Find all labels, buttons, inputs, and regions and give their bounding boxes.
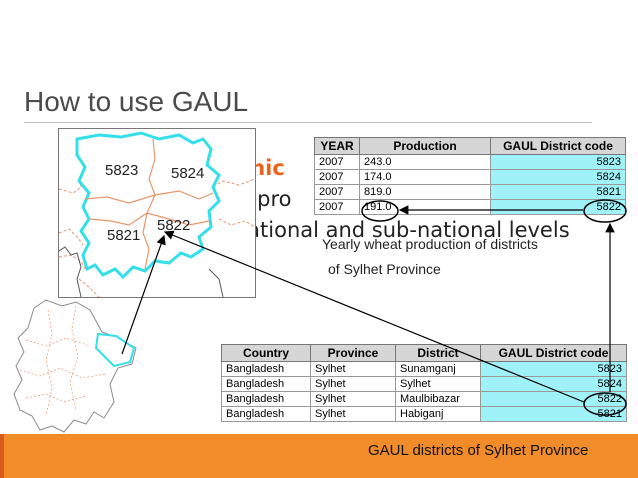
district-cell: Habiganj [395,406,481,422]
column-header: District [395,344,481,362]
title-divider [24,122,592,123]
column-header: Country [221,344,311,362]
gaul-code-cell: 5824 [480,376,627,392]
column-header: Province [310,344,396,362]
footer-bar-accent [0,434,4,478]
column-header: GAUL District code [490,137,626,155]
year-cell: 2007 [314,169,360,185]
district-table: Country Province District GAUL District … [221,344,627,422]
production-caption-line-1: Yearly wheat production of districts [322,236,538,252]
footer-bar [0,434,638,478]
province-cell: Sylhet [310,376,396,392]
country-cell: Bangladesh [221,376,311,392]
production-table: YEAR Production GAUL District code 2007 … [314,137,626,215]
district-label-5821: 5821 [107,227,140,244]
slide-title: How to use GAUL [24,86,249,117]
year-cell: 2007 [314,199,360,215]
table-row: 2007 191.0 5822 [314,199,626,215]
bangladesh-map [6,290,146,440]
sylhet-district-map: 5823 5824 5821 5822 [58,128,256,298]
country-cell: Bangladesh [221,391,311,407]
district-cell: Maulbibazar [395,391,481,407]
gaul-code-cell: 5821 [480,406,627,422]
production-cell: 243.0 [359,154,491,170]
gaul-code-cell: 5822 [480,391,627,407]
table-row: 2007 819.0 5821 [314,184,626,200]
column-header: Production [359,137,491,155]
production-cell: 174.0 [359,169,491,185]
footer-caption: GAUL districts of Sylhet Province [368,442,589,459]
production-caption-line-2: of Sylhet Province [328,261,441,277]
district-cell: Sunamganj [395,361,481,377]
gaul-code-cell: 5822 [490,199,626,215]
district-label-5823: 5823 [105,162,138,179]
gaul-code-cell: 5824 [490,169,626,185]
district-cell: Sylhet [395,376,481,392]
table-row: Bangladesh Sylhet Sunamganj 5823 [221,361,627,377]
country-cell: Bangladesh [221,406,311,422]
province-cell: Sylhet [310,406,396,422]
production-cell: 819.0 [359,184,491,200]
province-cell: Sylhet [310,391,396,407]
column-header: YEAR [314,137,360,155]
table-row: Bangladesh Sylhet Maulbibazar 5822 [221,391,627,407]
gaul-code-cell: 5823 [480,361,627,377]
country-cell: Bangladesh [221,361,311,377]
district-label-5824: 5824 [171,165,204,182]
production-cell: 191.0 [359,199,491,215]
province-cell: Sylhet [310,361,396,377]
bangladesh-map-graphic [13,299,137,433]
gaul-code-cell: 5821 [490,184,626,200]
column-header: GAUL District code [480,344,627,362]
table-row: 2007 243.0 5823 [314,154,626,170]
year-cell: 2007 [314,184,360,200]
gaul-code-cell: 5823 [490,154,626,170]
table-row: Bangladesh Sylhet Habiganj 5821 [221,406,627,422]
year-cell: 2007 [314,154,360,170]
table-row: Bangladesh Sylhet Sylhet 5824 [221,376,627,392]
sylhet-map-graphic: 5823 5824 5821 5822 [59,131,255,297]
table-row: 2007 174.0 5824 [314,169,626,185]
district-label-5822: 5822 [157,217,190,234]
